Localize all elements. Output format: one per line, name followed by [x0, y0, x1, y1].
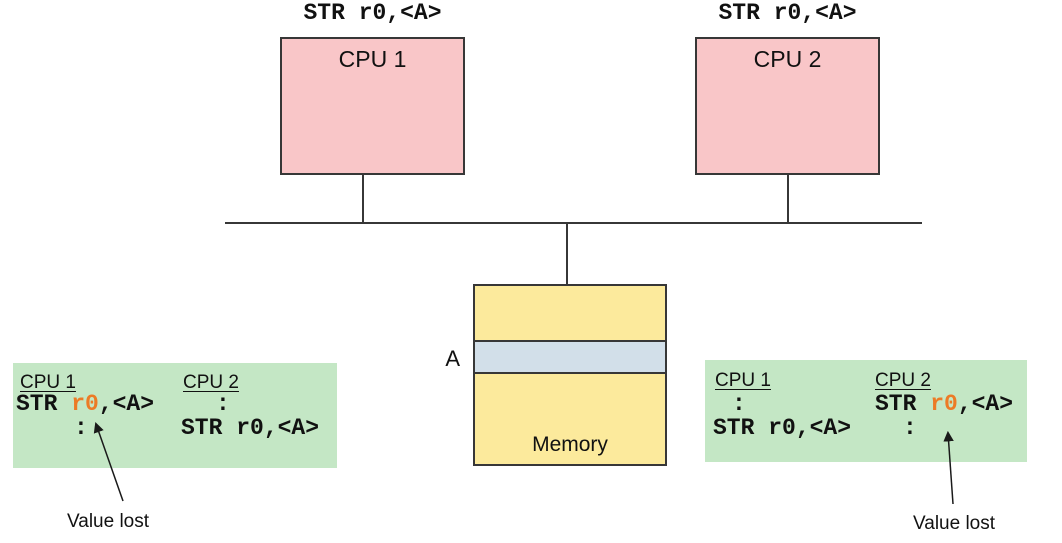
cpu1-box: CPU 1: [280, 37, 465, 175]
trace-left-cpu2-header: CPU 2: [183, 372, 239, 393]
cpu1-store-instruction-label: STR r0,<A>: [303, 0, 442, 26]
trace-panel-right: CPU 1 CPU 2 : STR r0,<A> STR r0,<A> :: [705, 360, 1027, 462]
cpu1-box-label: CPU 1: [338, 46, 407, 72]
trace-right-row2-cpu1-instruction: STR r0,<A>: [713, 415, 852, 441]
lost-register-value: r0: [71, 391, 99, 417]
trace-right-row2-cpu2-ellipsis: :: [903, 415, 917, 441]
trace-right-row1-cpu1-ellipsis: :: [732, 391, 746, 417]
address-a-label: A: [445, 346, 460, 371]
trace-left-row2-cpu2-instruction: STR r0,<A>: [181, 415, 320, 441]
trace-right-row1-cpu2-instruction: STR r0,<A>: [875, 393, 1013, 416]
value-lost-label-right: Value lost: [913, 513, 996, 534]
instruction-operand: ,<A>: [957, 391, 1014, 417]
instruction-opcode: STR: [16, 391, 72, 417]
trace-left-row2-cpu1-ellipsis: :: [74, 415, 88, 441]
trace-panel-left: CPU 1 CPU 2 STR r0,<A> : : STR r0,<A>: [13, 363, 337, 468]
instruction-opcode: STR: [875, 391, 931, 417]
trace-left-row1-cpu1-instruction: STR r0,<A>: [16, 393, 154, 416]
lost-register-value: r0: [930, 391, 958, 417]
cpu2-store-instruction-label: STR r0,<A>: [718, 0, 857, 26]
trace-right-cpu2-header: CPU 2: [875, 370, 931, 391]
memory-box: Memory: [473, 284, 667, 466]
cpu2-box-label: CPU 2: [753, 46, 822, 72]
trace-left-row1-cpu2-ellipsis: :: [216, 391, 230, 417]
memory-location-a-band: [475, 340, 665, 374]
cpu2-box: CPU 2: [695, 37, 880, 175]
trace-left-cpu1-header: CPU 1: [20, 372, 76, 393]
memory-box-label: Memory: [532, 433, 608, 456]
value-lost-label-left: Value lost: [67, 511, 150, 532]
instruction-operand: ,<A>: [98, 391, 155, 417]
trace-right-cpu1-header: CPU 1: [715, 370, 771, 391]
